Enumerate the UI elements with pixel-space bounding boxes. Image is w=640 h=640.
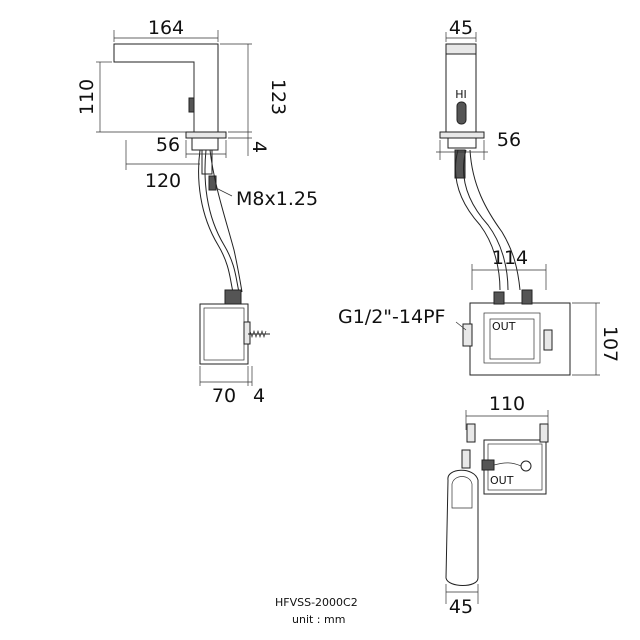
side-view: 164 110 123 56 4 120 M8x1.25 70 4 bbox=[76, 17, 318, 407]
svg-text:HI: HI bbox=[455, 88, 467, 101]
box-fitting bbox=[520, 460, 532, 472]
front-view: HI 45 56 bbox=[436, 17, 521, 291]
dim-top-head-width: 45 bbox=[449, 596, 473, 618]
faucet-top-head bbox=[445, 469, 479, 586]
dim-box-offset: 4 bbox=[253, 385, 265, 407]
model-number: HFVSS-2000C2 bbox=[275, 596, 358, 609]
hoses-side bbox=[198, 149, 234, 293]
sensor-window bbox=[456, 101, 467, 125]
dim-head-width: 45 bbox=[449, 17, 473, 39]
svg-text:OUT: OUT bbox=[490, 474, 514, 487]
faucet-side-body bbox=[113, 43, 219, 133]
dim-top-width: 110 bbox=[489, 393, 525, 415]
dim-base-height: 4 bbox=[248, 141, 270, 153]
inlet-connector bbox=[493, 291, 505, 305]
unit-label: unit : mm bbox=[292, 613, 345, 626]
connection-label: G1/2"-14PF bbox=[338, 306, 445, 328]
dim-box-width: 114 bbox=[492, 247, 528, 269]
thread-label: M8x1.25 bbox=[236, 188, 318, 210]
dim-box-depth: 70 bbox=[212, 385, 236, 407]
dim-spout-height: 110 bbox=[76, 79, 98, 115]
dim-front-base: 56 bbox=[497, 129, 521, 151]
dim-reach: 120 bbox=[145, 170, 181, 192]
dim-base-diameter: 56 bbox=[156, 134, 180, 156]
base-plate-front bbox=[439, 131, 485, 139]
control-box-side bbox=[199, 303, 249, 365]
dim-spout-length: 164 bbox=[148, 17, 184, 39]
outlet-connector bbox=[521, 289, 533, 305]
control-box-front bbox=[469, 302, 571, 376]
base-plate-side bbox=[185, 131, 227, 139]
dim-total-height: 123 bbox=[267, 79, 289, 115]
dim-box-height: 107 bbox=[599, 326, 621, 362]
svg-text:OUT: OUT bbox=[492, 320, 516, 333]
box-front-view: OUT 114 107 G1/2"-14PF bbox=[338, 247, 621, 376]
box-top-view: OUT 110 45 bbox=[445, 393, 549, 618]
